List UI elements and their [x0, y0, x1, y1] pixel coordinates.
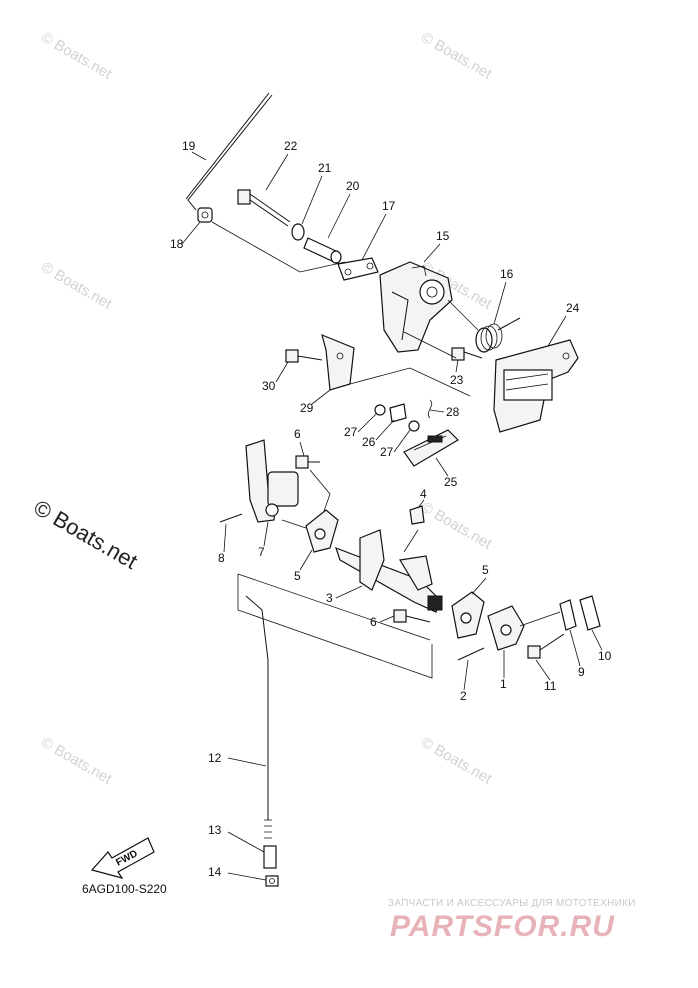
part-6-bolt-lower — [393, 609, 431, 623]
part-30-bolt — [285, 349, 323, 363]
callout-27b: 27 — [380, 445, 394, 459]
fwd-arrow-icon: FWD — [90, 837, 155, 879]
callouts: 19 22 21 20 17 18 15 16 24 23 30 29 — [170, 139, 612, 881]
part-14-nut — [265, 875, 279, 887]
part-3-shaft — [335, 529, 443, 613]
callout-18: 18 — [170, 237, 184, 251]
callout-20: 20 — [346, 179, 360, 193]
callout-11: 11 — [544, 679, 557, 693]
part-21-washer — [291, 223, 305, 241]
callout-4: 4 — [420, 487, 427, 501]
watermarks: © Boats.net © Boats.net © Boats.net © Bo… — [30, 29, 496, 788]
watermark-mid-left: © Boats.net — [38, 259, 115, 313]
part-2-pin — [457, 647, 485, 661]
part-11-bolt — [527, 633, 565, 659]
part-10-plate — [579, 595, 601, 631]
callout-14: 14 — [208, 865, 222, 879]
callout-8: 8 — [218, 551, 225, 565]
callout-17: 17 — [382, 199, 396, 213]
part-27-washer-a — [374, 404, 386, 416]
callout-5-right: 5 — [482, 563, 489, 577]
part-18-clip — [197, 207, 213, 223]
part-5-cam-left — [305, 509, 339, 553]
part-28-pin — [427, 399, 433, 419]
part-27-washer-b — [408, 420, 420, 432]
watermark-low-right: © Boats.net — [418, 734, 495, 788]
callout-2: 2 — [460, 689, 467, 703]
part-25-slider — [403, 429, 459, 467]
callout-25: 25 — [444, 475, 458, 489]
part-17-lever — [337, 257, 379, 281]
callout-26: 26 — [362, 435, 376, 449]
callout-19: 19 — [182, 139, 196, 153]
watermark-top-right: © Boats.net — [418, 29, 495, 83]
callout-15: 15 — [436, 229, 450, 243]
part-29-bracket — [321, 333, 355, 391]
callout-10: 10 — [598, 649, 612, 663]
part-20-collar — [303, 237, 342, 264]
part-26-collar — [389, 403, 407, 423]
callout-1: 1 — [500, 677, 507, 691]
part-19-rod — [185, 92, 273, 211]
part-15-bracket — [379, 261, 453, 353]
callout-30: 30 — [262, 379, 276, 393]
callout-12: 12 — [208, 751, 222, 765]
watermark-top-left: © Boats.net — [38, 29, 115, 83]
part-24-plate — [493, 339, 579, 433]
part-7-lever — [245, 439, 299, 523]
callout-13: 13 — [208, 823, 222, 837]
part-6-bolt-upper — [295, 455, 320, 469]
callout-3: 3 — [326, 591, 333, 605]
part-22-bolt — [237, 189, 291, 227]
watermark-low-left: © Boats.net — [38, 734, 115, 788]
callout-28: 28 — [446, 405, 460, 419]
part-8-pin — [219, 513, 243, 523]
part-4-pin — [409, 505, 425, 525]
callout-9: 9 — [578, 665, 585, 679]
callout-5-left: 5 — [294, 569, 301, 583]
callout-16: 16 — [500, 267, 514, 281]
brand: ЗАПЧАСТИ И АКСЕССУАРЫ ДЛЯ МОТОТЕХНИКИ PA… — [388, 898, 636, 943]
watermark-center-right: © Boats.net — [418, 499, 495, 553]
callout-27a: 27 — [344, 425, 358, 439]
callout-7: 7 — [258, 545, 265, 559]
part-9-plate — [559, 599, 577, 631]
callout-23: 23 — [450, 373, 464, 387]
callout-6-upper: 6 — [294, 427, 301, 441]
brand-name: PARTSFOR.RU — [390, 910, 615, 943]
callout-22: 22 — [284, 139, 298, 153]
brand-subtitle: ЗАПЧАСТИ И АКСЕССУАРЫ ДЛЯ МОТОТЕХНИКИ — [388, 898, 636, 909]
part-5-cam-right — [451, 591, 485, 639]
part-12-rod — [245, 595, 272, 839]
diagram-code: 6AGD100-S220 — [82, 882, 167, 896]
watermark-large: © Boats.net — [30, 495, 142, 574]
part-23-bolt — [451, 347, 483, 361]
callout-24: 24 — [566, 301, 580, 315]
callout-6-lower: 6 — [370, 615, 377, 629]
part-13-nut — [263, 845, 277, 869]
callout-29: 29 — [300, 401, 314, 415]
part-1-bracket — [487, 605, 525, 651]
callout-21: 21 — [318, 161, 332, 175]
